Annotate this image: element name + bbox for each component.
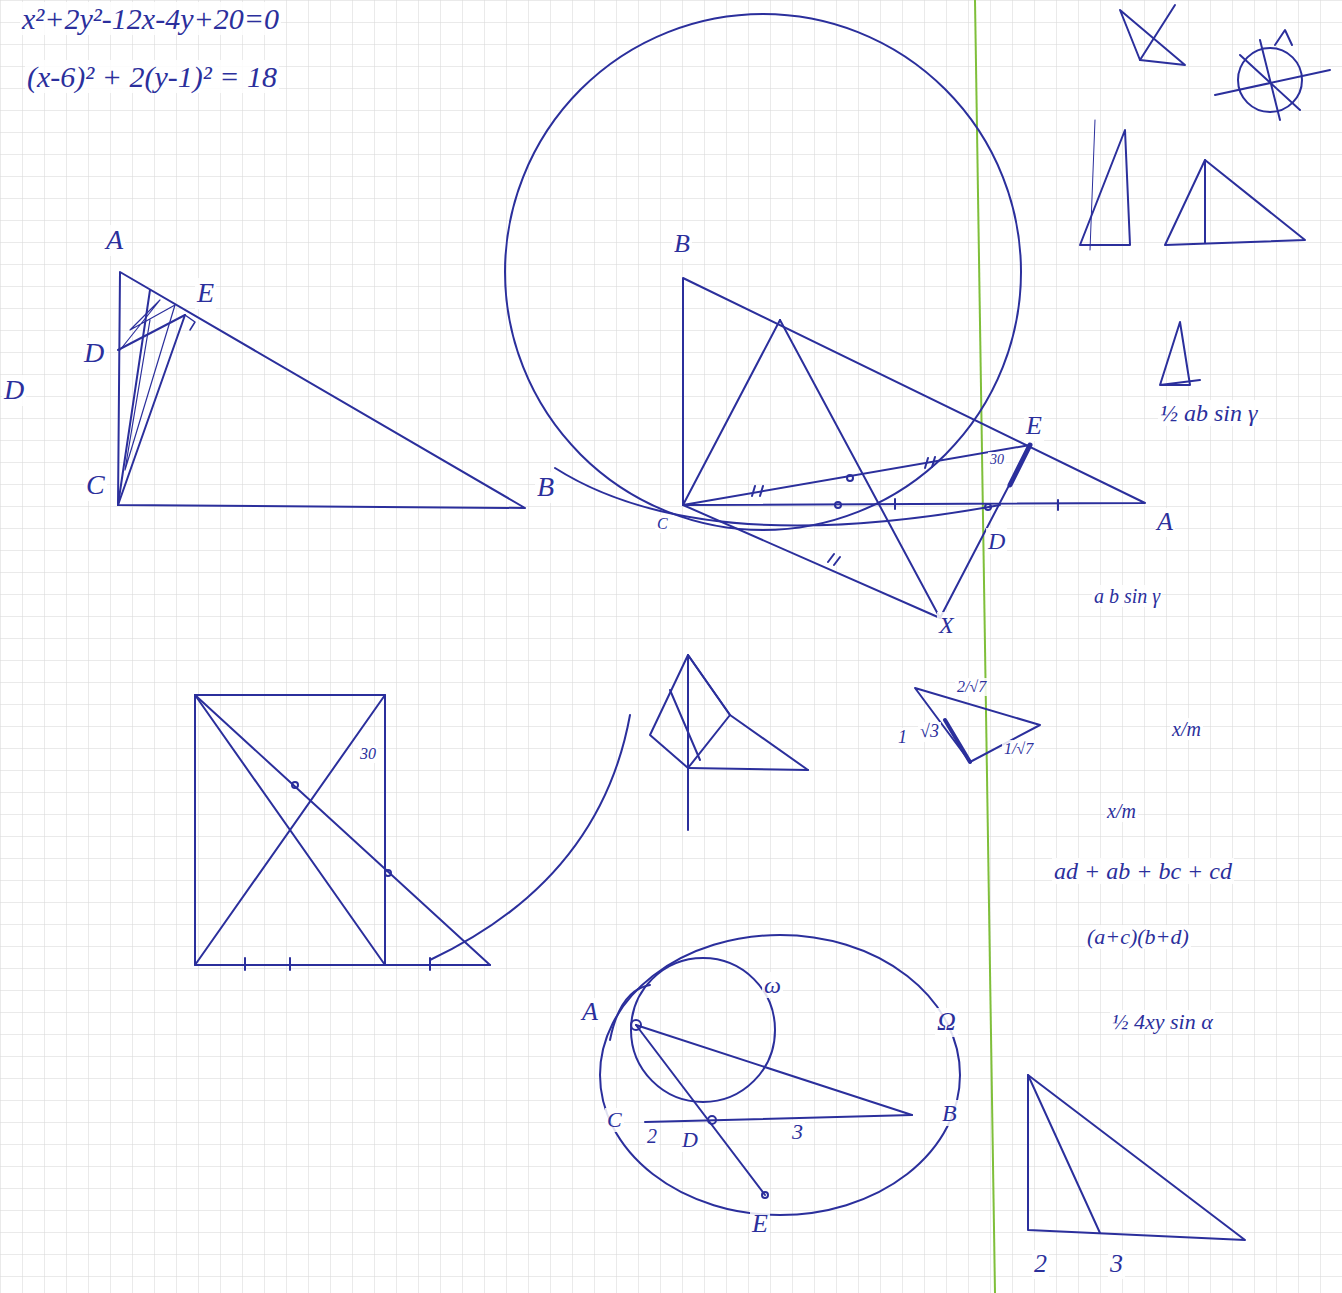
math-label: 2 [1032, 1250, 1049, 1279]
math-label: E [195, 278, 216, 309]
math-label: 3 [1108, 1250, 1125, 1279]
math-label: C [655, 515, 670, 533]
math-label: D [680, 1128, 700, 1152]
math-label: E [1024, 412, 1044, 441]
math-label: 2/√7 [955, 678, 988, 696]
math-label: (x-6)² + 2(y-1)² = 18 [25, 60, 279, 93]
math-label: 30 [988, 452, 1006, 467]
math-label: x/m [1170, 718, 1203, 740]
math-label: (a+c)(b+d) [1085, 925, 1191, 949]
math-label: A [104, 225, 125, 256]
math-label: X [937, 612, 956, 638]
math-label: 2 [645, 1125, 659, 1147]
math-label: ½ ab sin γ [1158, 400, 1259, 426]
math-label: ω [762, 972, 783, 998]
math-label: D [2, 375, 26, 406]
math-label: B [672, 230, 692, 259]
math-label: C [605, 1108, 624, 1132]
math-label: 3 [790, 1120, 805, 1144]
math-label: D [986, 528, 1007, 554]
math-label: 1 [896, 728, 909, 748]
math-label: √3 [918, 722, 941, 742]
math-label: E [750, 1210, 770, 1239]
math-label: B [535, 472, 556, 503]
math-label: C [84, 470, 107, 501]
math-label: A [1155, 508, 1175, 537]
math-label: x/m [1105, 800, 1138, 822]
math-label: ½ 4xy sin α [1110, 1010, 1215, 1034]
math-label: B [940, 1100, 959, 1126]
math-label: x²+2y²-12x-4y+20=0 [20, 2, 281, 35]
math-label: ad + ab + bc + cd [1052, 858, 1234, 884]
math-label: 1/√7 [1002, 740, 1035, 758]
math-label: 30 [358, 745, 378, 763]
math-label: a b sin γ [1092, 585, 1162, 607]
math-label: A [580, 998, 600, 1027]
math-label: Ω [935, 1008, 958, 1037]
math-label: D [82, 338, 106, 369]
